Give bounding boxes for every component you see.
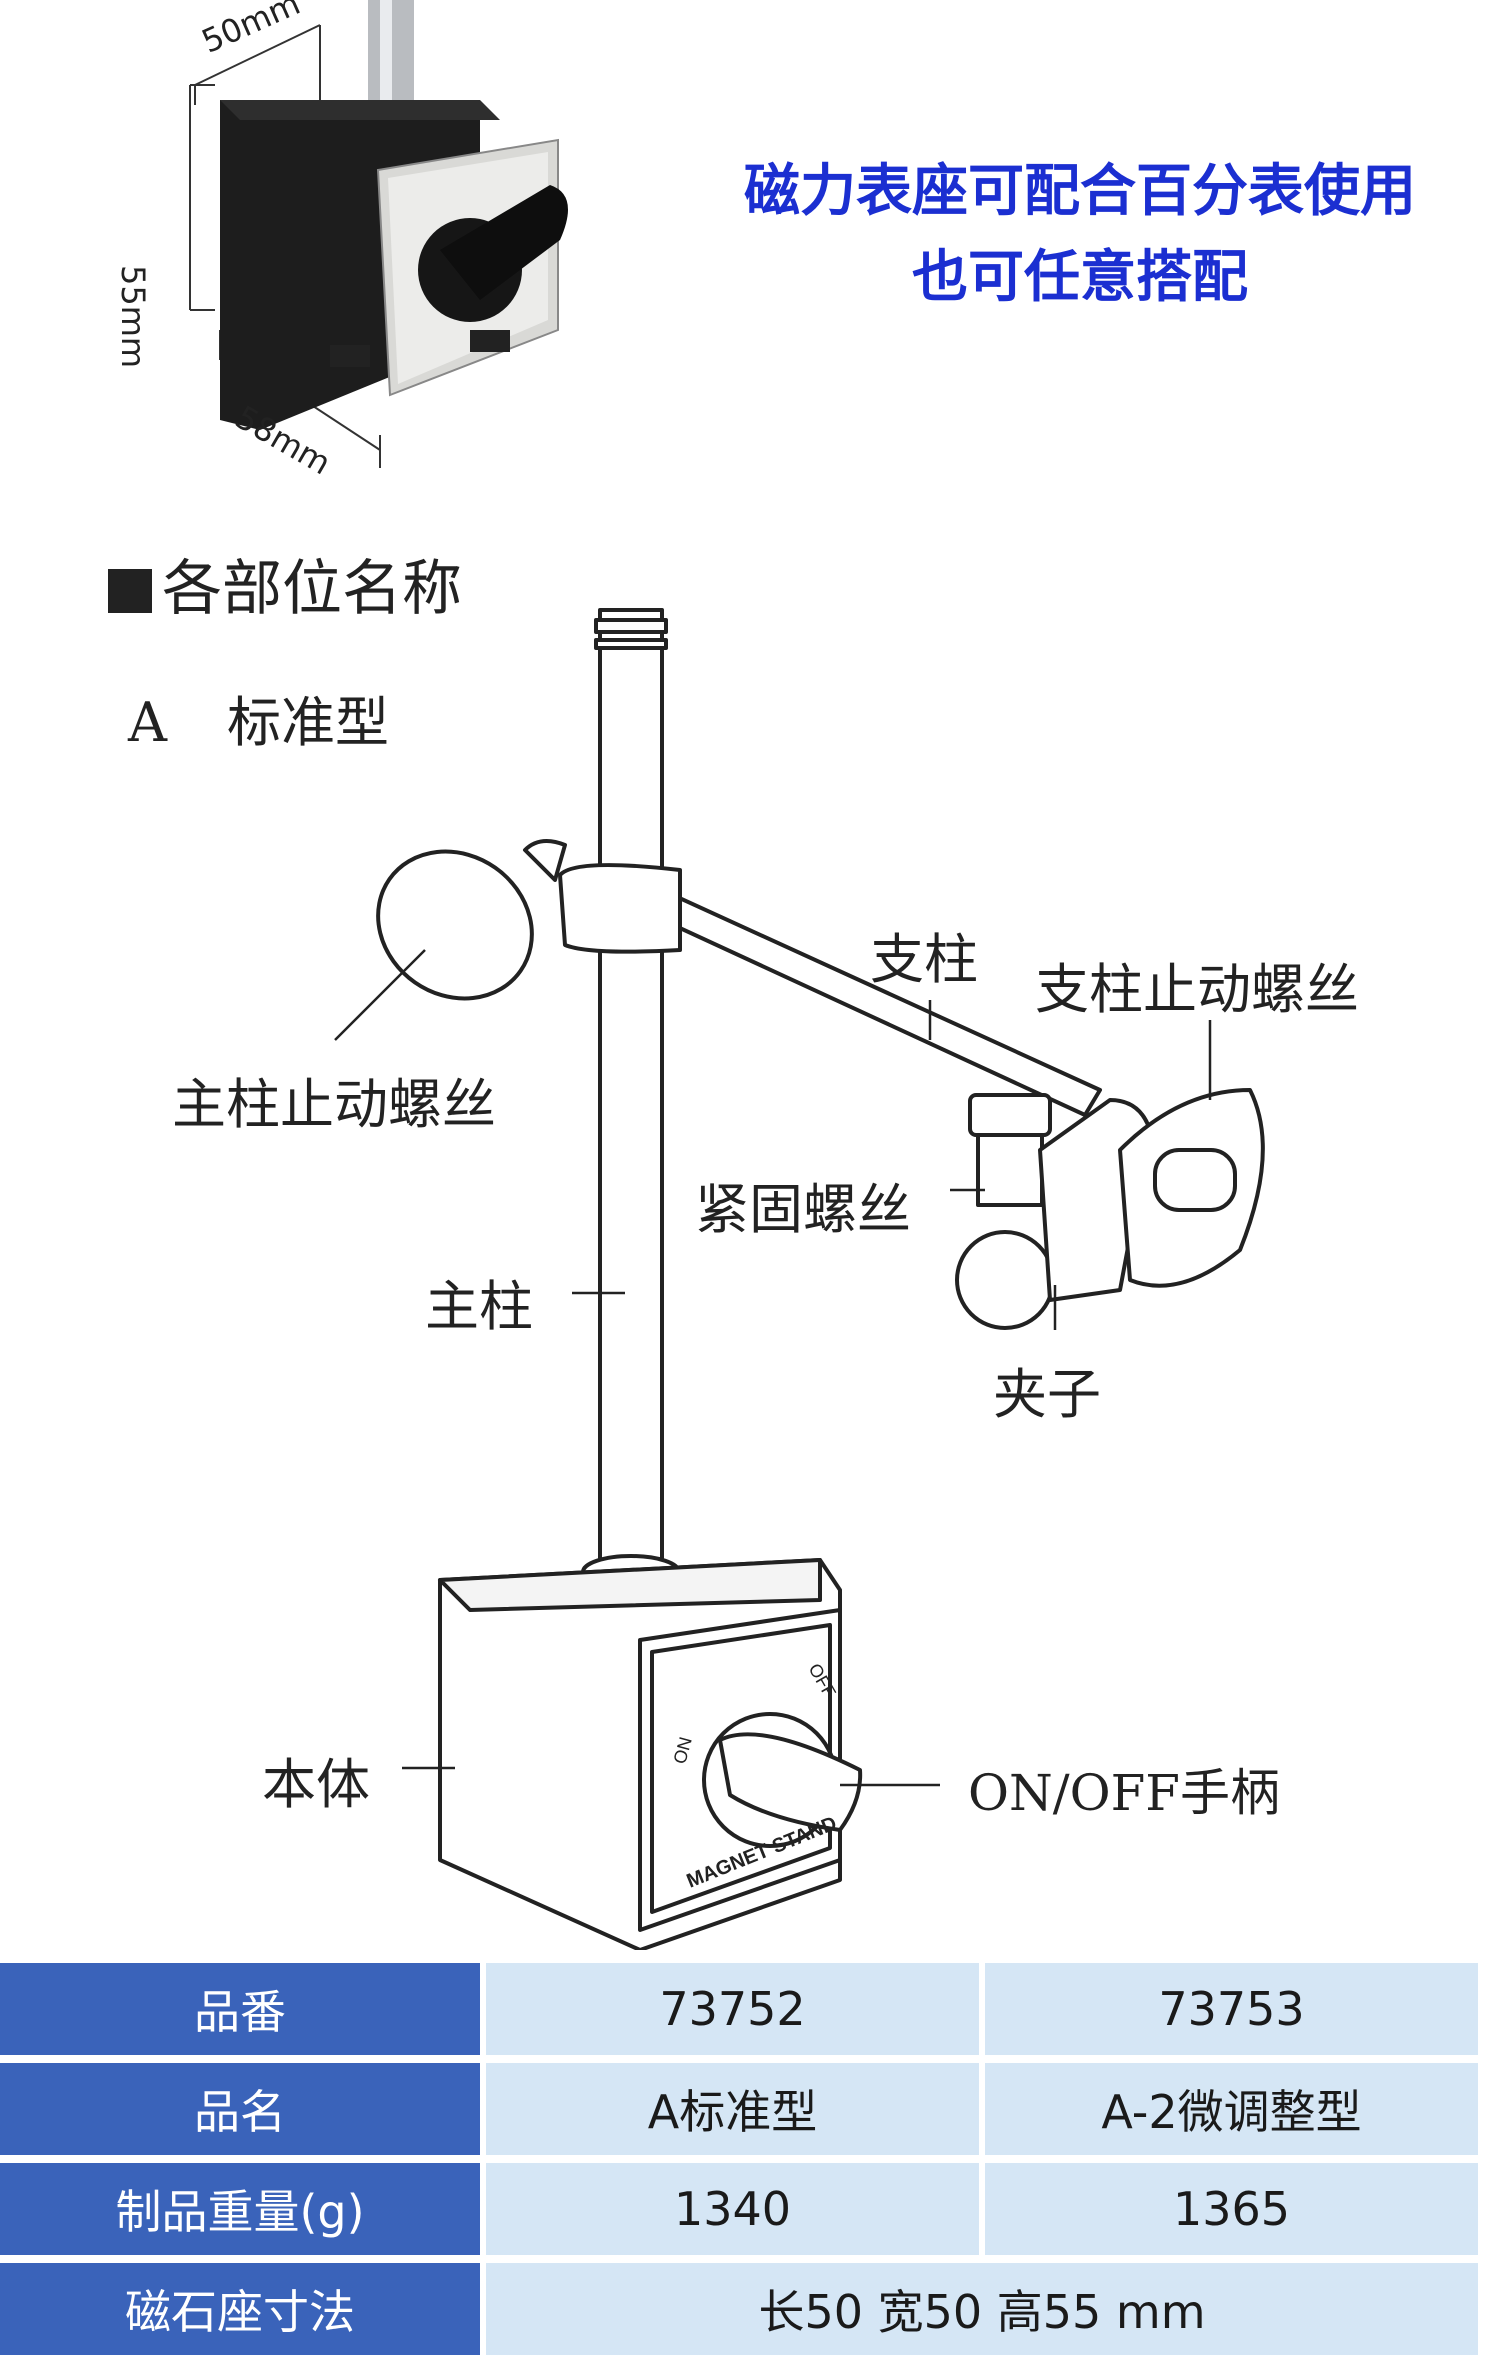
- cell-value: A-2微调整型: [979, 2063, 1478, 2155]
- label-clip: 夹子: [993, 1363, 1101, 1426]
- parts-diagram: MAGNET STAND ON OFF: [334, 608, 1265, 1950]
- type-label: A 标准型: [128, 678, 389, 757]
- table-row: 品名 A标准型 A-2微调整型: [0, 2063, 1478, 2155]
- row-label: 品名: [0, 2063, 480, 2155]
- table-row: 品番 73752 73753: [0, 1963, 1478, 2055]
- square-bullet-icon: [108, 569, 152, 613]
- table-row: 磁石座寸法 长50 宽50 高55 mm: [0, 2263, 1478, 2355]
- row-label: 品番: [0, 1963, 480, 2055]
- cell-value: 73753: [979, 1963, 1478, 2055]
- label-clamp-screw: 紧固螺丝: [695, 1178, 911, 1241]
- promo-line-2: 也可任意搭配: [912, 245, 1248, 310]
- section-title-text: 各部位名称: [162, 554, 462, 624]
- dimension-height: 55mm: [114, 265, 152, 369]
- row-label: 磁石座寸法: [0, 2263, 480, 2355]
- label-main-pillar: 主柱: [425, 1275, 533, 1338]
- cell-value: 73752: [480, 1963, 979, 2055]
- cell-value: A标准型: [480, 2063, 979, 2155]
- type-name: 标准型: [227, 691, 389, 754]
- cell-value: 1340: [480, 2163, 979, 2255]
- label-arm: 支柱: [870, 928, 978, 991]
- label-body: 本体: [262, 1753, 370, 1816]
- magnet-base-photo: [189, 0, 568, 468]
- cell-value: 1365: [979, 2163, 1478, 2255]
- row-label: 制品重量(g): [0, 2163, 480, 2255]
- label-pillar-stop-screw: 主柱止动螺丝: [172, 1073, 496, 1136]
- promo-line-1: 磁力表座可配合百分表使用: [744, 159, 1416, 224]
- cell-value: 长50 宽50 高55 mm: [480, 2263, 1478, 2355]
- spec-table: 品番 73752 73753 品名 A标准型 A-2微调整型 制品重量(g) 1…: [0, 1955, 1478, 2363]
- section-title: 各部位名称: [108, 540, 462, 627]
- label-switch-handle: ON/OFF手柄: [968, 1764, 1280, 1822]
- type-letter: A: [128, 691, 167, 754]
- table-row: 制品重量(g) 1340 1365: [0, 2163, 1478, 2255]
- label-arm-stop-screw: 支柱止动螺丝: [1035, 958, 1359, 1021]
